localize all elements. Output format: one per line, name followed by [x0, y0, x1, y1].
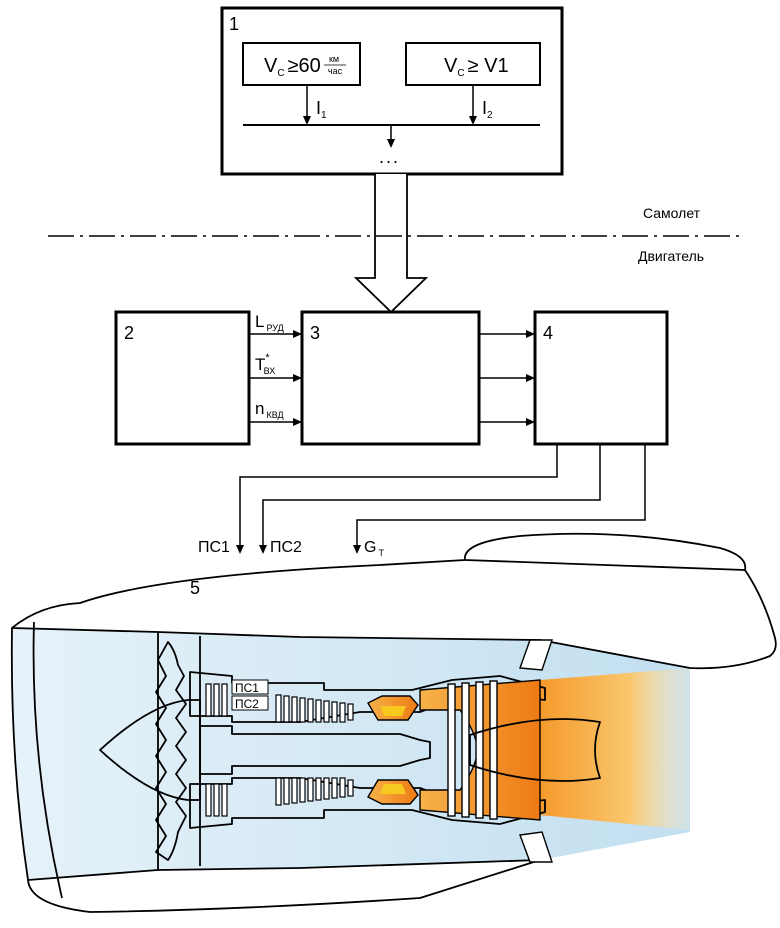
- block-4-number: 4: [543, 323, 553, 343]
- block-2-to-3-signals: LРУД T*ВХ nКВД: [249, 312, 302, 426]
- block-2: 2: [116, 312, 249, 444]
- block-3-number: 3: [310, 323, 320, 343]
- input-tvx: T*ВХ: [255, 352, 275, 376]
- engine-number: 5: [190, 578, 200, 598]
- engine-label-ps2: ПС2: [235, 697, 259, 711]
- block-3: 3: [302, 312, 479, 444]
- output-ps1: ПС1: [198, 539, 230, 556]
- engine-5: 5: [12, 534, 776, 912]
- condition-speed-60-unit-den: час: [328, 66, 343, 76]
- input-lrud: LРУД: [255, 312, 284, 333]
- block-1: 1 VC≥60 км час VC≥ V1 I1 I2 ...: [222, 8, 562, 174]
- condition-speed-60: VC≥60: [264, 55, 321, 79]
- block-1-number: 1: [229, 14, 239, 34]
- block-2-number: 2: [124, 323, 134, 343]
- ellipsis: ...: [379, 147, 400, 167]
- block-3-to-4-signals: [479, 330, 535, 426]
- block-1-to-3-arrow: [356, 174, 426, 312]
- output-ps2: ПС2: [270, 539, 302, 556]
- aircraft-zone-label: Самолет: [643, 205, 701, 221]
- condition-speed-60-unit-num: км: [329, 54, 339, 64]
- block-4-outputs: ПС1 ПС2 GТ: [198, 444, 645, 558]
- condition-speed-v1: VC≥ V1: [444, 55, 509, 79]
- engine-zone-label: Двигатель: [638, 248, 704, 264]
- block-4: 4: [535, 312, 667, 444]
- output-gt: GТ: [364, 539, 384, 558]
- engine-label-ps1: ПС1: [235, 681, 259, 695]
- input-nkvd: nКВД: [255, 399, 284, 420]
- exhaust-plume: [540, 668, 690, 830]
